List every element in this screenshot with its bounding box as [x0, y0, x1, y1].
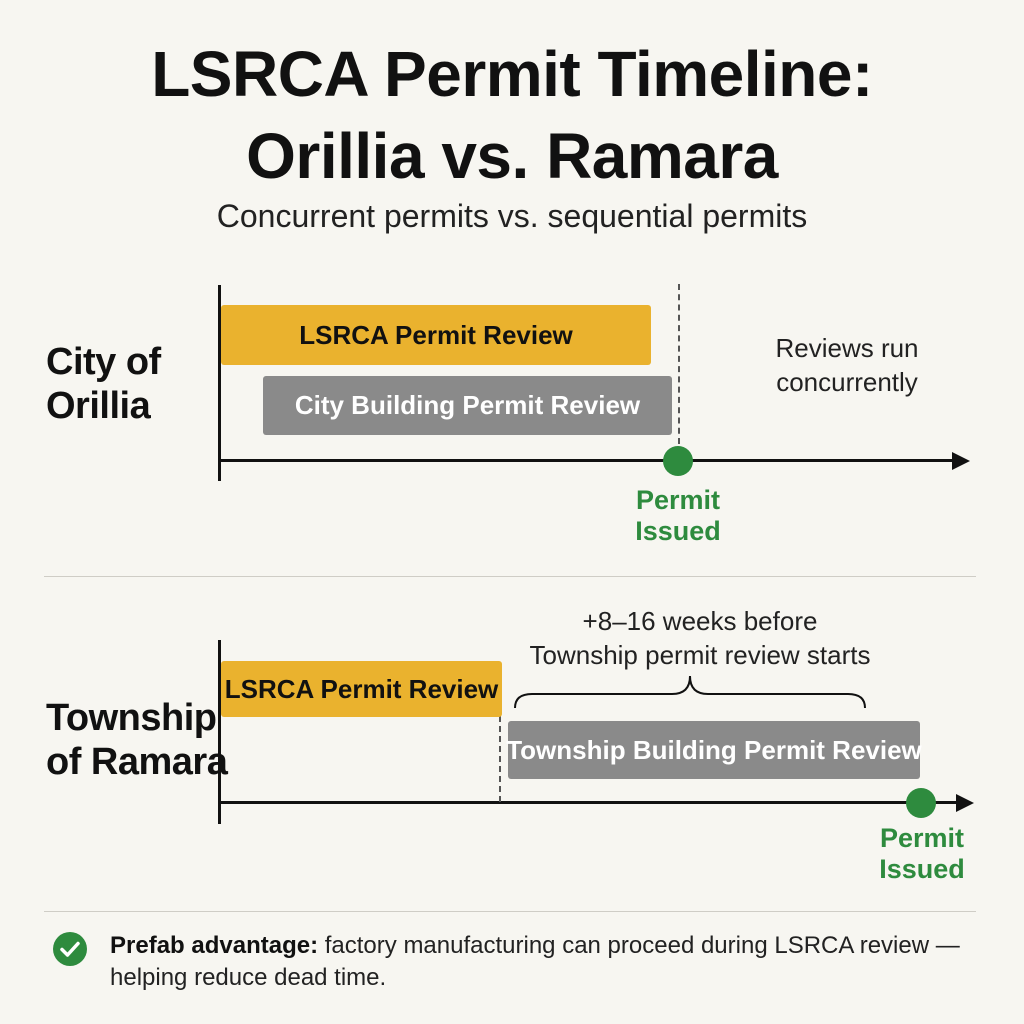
orillia-axis-arrow-icon	[952, 452, 970, 470]
orillia-milestone-line-2: Issued	[635, 516, 721, 546]
footer-bold-label: Prefab advantage:	[110, 932, 319, 959]
ramara-milestone-line-2: Issued	[879, 854, 965, 884]
footer-text-line-1: factory manufacturing can proceed during…	[324, 932, 960, 959]
ramara-gap-note: +8–16 weeks before Township permit revie…	[520, 604, 880, 672]
ramara-label-line-2: of Ramara	[46, 741, 228, 783]
ramara-axis-arrow-icon	[956, 794, 974, 812]
orillia-label-line-2: Orillia	[46, 385, 151, 427]
title-line-2: Orillia vs. Ramara	[246, 120, 778, 192]
ramara-lsrca-bar: LSRCA Permit Review	[221, 661, 502, 717]
orillia-milestone-line-1: Permit	[635, 485, 721, 515]
orillia-y-axis	[218, 285, 221, 481]
footer-divider	[44, 911, 976, 912]
title-line-1: LSRCA Permit Timeline:	[151, 38, 873, 110]
ramara-township-permit-bar: Township Building Permit Review	[506, 721, 922, 779]
ramara-permit-issued-dot	[906, 788, 936, 818]
ramara-gap-line-2: Township permit review starts	[529, 640, 871, 670]
footer-text-line-2: helping reduce dead time.	[110, 964, 387, 991]
ramara-gap-brace-icon	[514, 675, 866, 709]
ramara-x-axis	[218, 801, 956, 804]
orillia-label: City of Orillia	[46, 340, 161, 428]
ramara-label-line-1: Township	[46, 697, 217, 739]
subtitle: Concurrent permits vs. sequential permit…	[216, 198, 808, 234]
orillia-concurrent-note: Reviews run concurrently	[740, 331, 954, 399]
footer-note: Prefab advantage: factory manufacturing …	[110, 930, 990, 994]
orillia-permit-issued-dot	[663, 446, 693, 476]
ramara-label: Township of Ramara	[46, 696, 228, 784]
orillia-note-line-2: concurrently	[776, 367, 918, 397]
ramara-permit-issued-label: Permit Issued	[862, 823, 982, 885]
orillia-label-line-1: City of	[46, 341, 161, 383]
ramara-y-axis	[218, 640, 221, 824]
orillia-note-line-1: Reviews run	[775, 333, 919, 363]
check-circle-icon	[53, 932, 87, 966]
ramara-gap-line-1: +8–16 weeks before	[582, 606, 818, 636]
orillia-city-permit-bar: City Building Permit Review	[263, 376, 672, 435]
ramara-milestone-line-1: Permit	[879, 823, 965, 853]
orillia-dashed-marker	[678, 284, 680, 444]
ramara-dashed-marker	[499, 716, 501, 802]
orillia-x-axis	[218, 459, 954, 462]
orillia-lsrca-bar: LSRCA Permit Review	[221, 305, 651, 365]
section-divider	[44, 576, 976, 577]
orillia-permit-issued-label: Permit Issued	[618, 485, 738, 547]
